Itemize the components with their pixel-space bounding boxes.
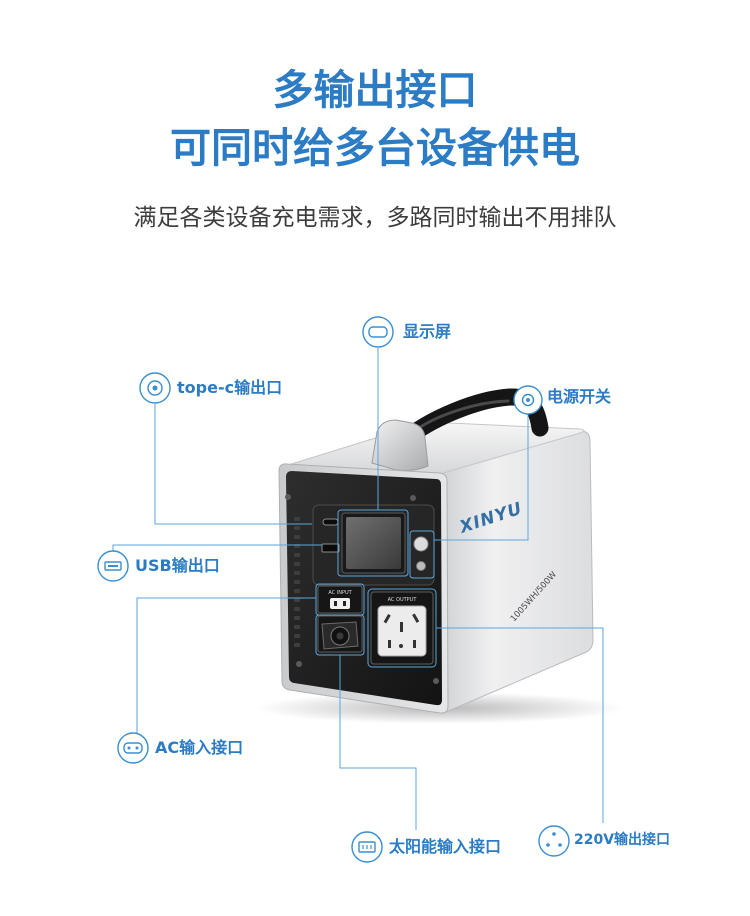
- ac-input-socket: [330, 598, 350, 609]
- outlet-icon: [538, 825, 570, 857]
- vent-slot: [294, 535, 300, 539]
- solar-input-label: 太阳能输入接口: [389, 837, 502, 856]
- vent-slot: [294, 526, 300, 530]
- headline-line-1: 多输出接口: [272, 66, 478, 114]
- ac-input-icon: [117, 732, 149, 764]
- outlet-slot: [413, 640, 416, 648]
- power-leader: [434, 415, 529, 541]
- display-icon: [362, 316, 394, 348]
- ac-input-label: AC输入接口: [155, 738, 244, 757]
- vent-slot: [294, 607, 300, 611]
- outlet-slot: [400, 622, 403, 632]
- display-label: 显示屏: [403, 322, 452, 341]
- headline-line-2: 可同时给多台设备供电: [170, 124, 580, 172]
- vent-slot: [294, 571, 300, 575]
- light-button: [416, 561, 426, 571]
- switch-highlight: [409, 530, 435, 579]
- vent-slot: [294, 517, 300, 521]
- outlet-slot: [383, 614, 391, 624]
- vent-slot: [294, 643, 300, 647]
- solar-input-pin: [336, 632, 344, 640]
- screw: [433, 678, 439, 684]
- power-button: [413, 536, 429, 552]
- power-station: XINYU 1005WH/500W AC INPUT: [255, 388, 625, 724]
- lcd-screen: [346, 517, 401, 569]
- vent-slot: [294, 562, 300, 566]
- ac-output-leader: [436, 627, 604, 823]
- usb-port-icon: [97, 550, 129, 582]
- usb-leader: [112, 544, 322, 551]
- vent-slot: [294, 625, 300, 629]
- ac-input-text: AC INPUT: [328, 590, 352, 596]
- typec-leader: [154, 404, 312, 525]
- outlet-hole: [399, 644, 403, 648]
- vent-slot: [294, 553, 300, 557]
- solar-leader: [339, 655, 417, 830]
- vent-slot: [294, 598, 300, 602]
- usb-port: [321, 543, 340, 553]
- power-switch-label: 电源开关: [547, 387, 612, 406]
- vent-slot: [294, 580, 300, 584]
- vent-grille: [294, 517, 300, 647]
- ac-output-label: 220V输出接口: [574, 832, 671, 848]
- screw: [296, 661, 302, 667]
- ac-output-text: AC OUTPUT: [388, 597, 418, 603]
- ac-input-pin: [343, 601, 346, 606]
- solar-input-icon: [351, 831, 383, 863]
- subtitle: 满足各类设备充电需求，多路同时输出不用排队: [133, 205, 617, 231]
- vent-slot: [294, 634, 300, 638]
- ac-input-module: AC INPUT: [317, 585, 363, 614]
- typec-port-icon: [139, 372, 171, 404]
- ac-input-leader: [136, 597, 316, 733]
- vent-slot: [294, 616, 300, 620]
- highlight-boxes: [315, 509, 437, 668]
- typec-label: tope-c输出口: [177, 378, 283, 397]
- ac-input-pin: [334, 601, 337, 606]
- ac-output-module: AC OUTPUT: [370, 591, 434, 665]
- outlet-slot: [412, 613, 420, 623]
- handle-bracket: [371, 419, 429, 471]
- power-switch-icon: [513, 385, 543, 415]
- typec-port: [322, 518, 339, 526]
- control-module: [312, 504, 435, 586]
- solar-input-module: [317, 615, 363, 653]
- vent-slot: [294, 589, 300, 593]
- usb-label: USB输出口: [135, 556, 220, 575]
- screw: [410, 495, 416, 501]
- leader-lines: [112, 348, 604, 830]
- device-top-face: [284, 421, 585, 475]
- device-side-face: [439, 430, 594, 713]
- outlet-slot: [388, 640, 391, 648]
- screen-highlight: [337, 509, 409, 577]
- screw: [285, 494, 291, 500]
